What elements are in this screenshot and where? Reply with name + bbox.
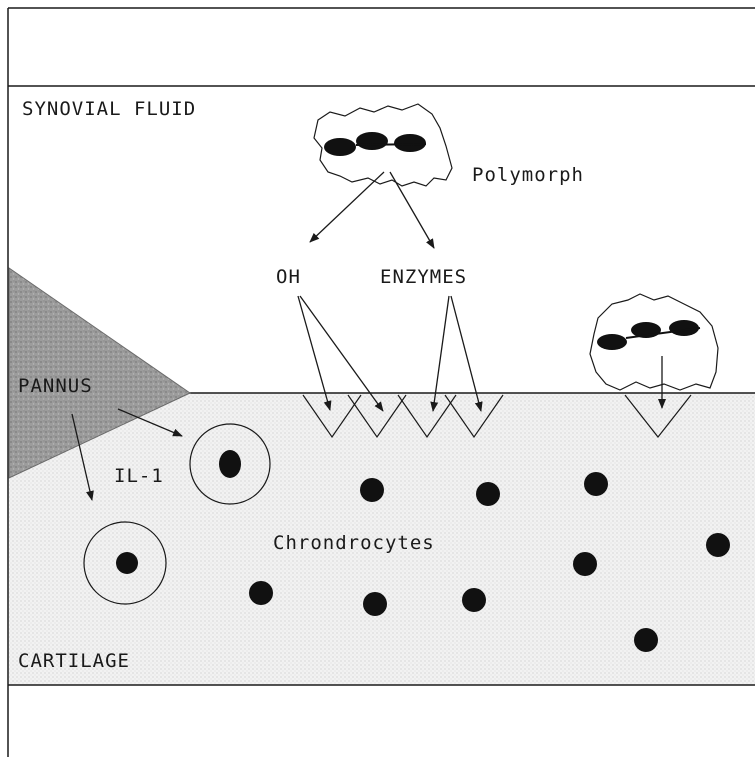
enzymes-label: ENZYMES [380, 266, 467, 288]
il1-label: IL-1 [114, 465, 164, 487]
polymorph-nucleus-lobe [597, 334, 627, 350]
chondrocyte [363, 592, 387, 616]
arrow-polymorph-to-oh [310, 172, 384, 242]
polymorph-nucleus-lobe [356, 132, 388, 150]
chondrocyte [476, 482, 500, 506]
polymorph-cell [590, 294, 718, 390]
synovial-fluid-label: SYNOVIAL FLUID [22, 98, 196, 120]
chondrocyte [584, 472, 608, 496]
polymorph-label: Polymorph [472, 164, 584, 186]
polymorph-nucleus-lobe [324, 138, 356, 156]
oh-label: OH [276, 266, 301, 288]
chondrocyte [573, 552, 597, 576]
polymorph-nucleus-lobe [394, 134, 426, 152]
chondrocyte [360, 478, 384, 502]
chondrocyte [462, 588, 486, 612]
chondrocytes-label: Chrondrocytes [273, 532, 435, 554]
cartilage-label: CARTILAGE [18, 650, 130, 672]
chondrocyte [634, 628, 658, 652]
chondrocyte [249, 581, 273, 605]
chondrocyte [706, 533, 730, 557]
pannus-label: PANNUS [18, 375, 93, 397]
